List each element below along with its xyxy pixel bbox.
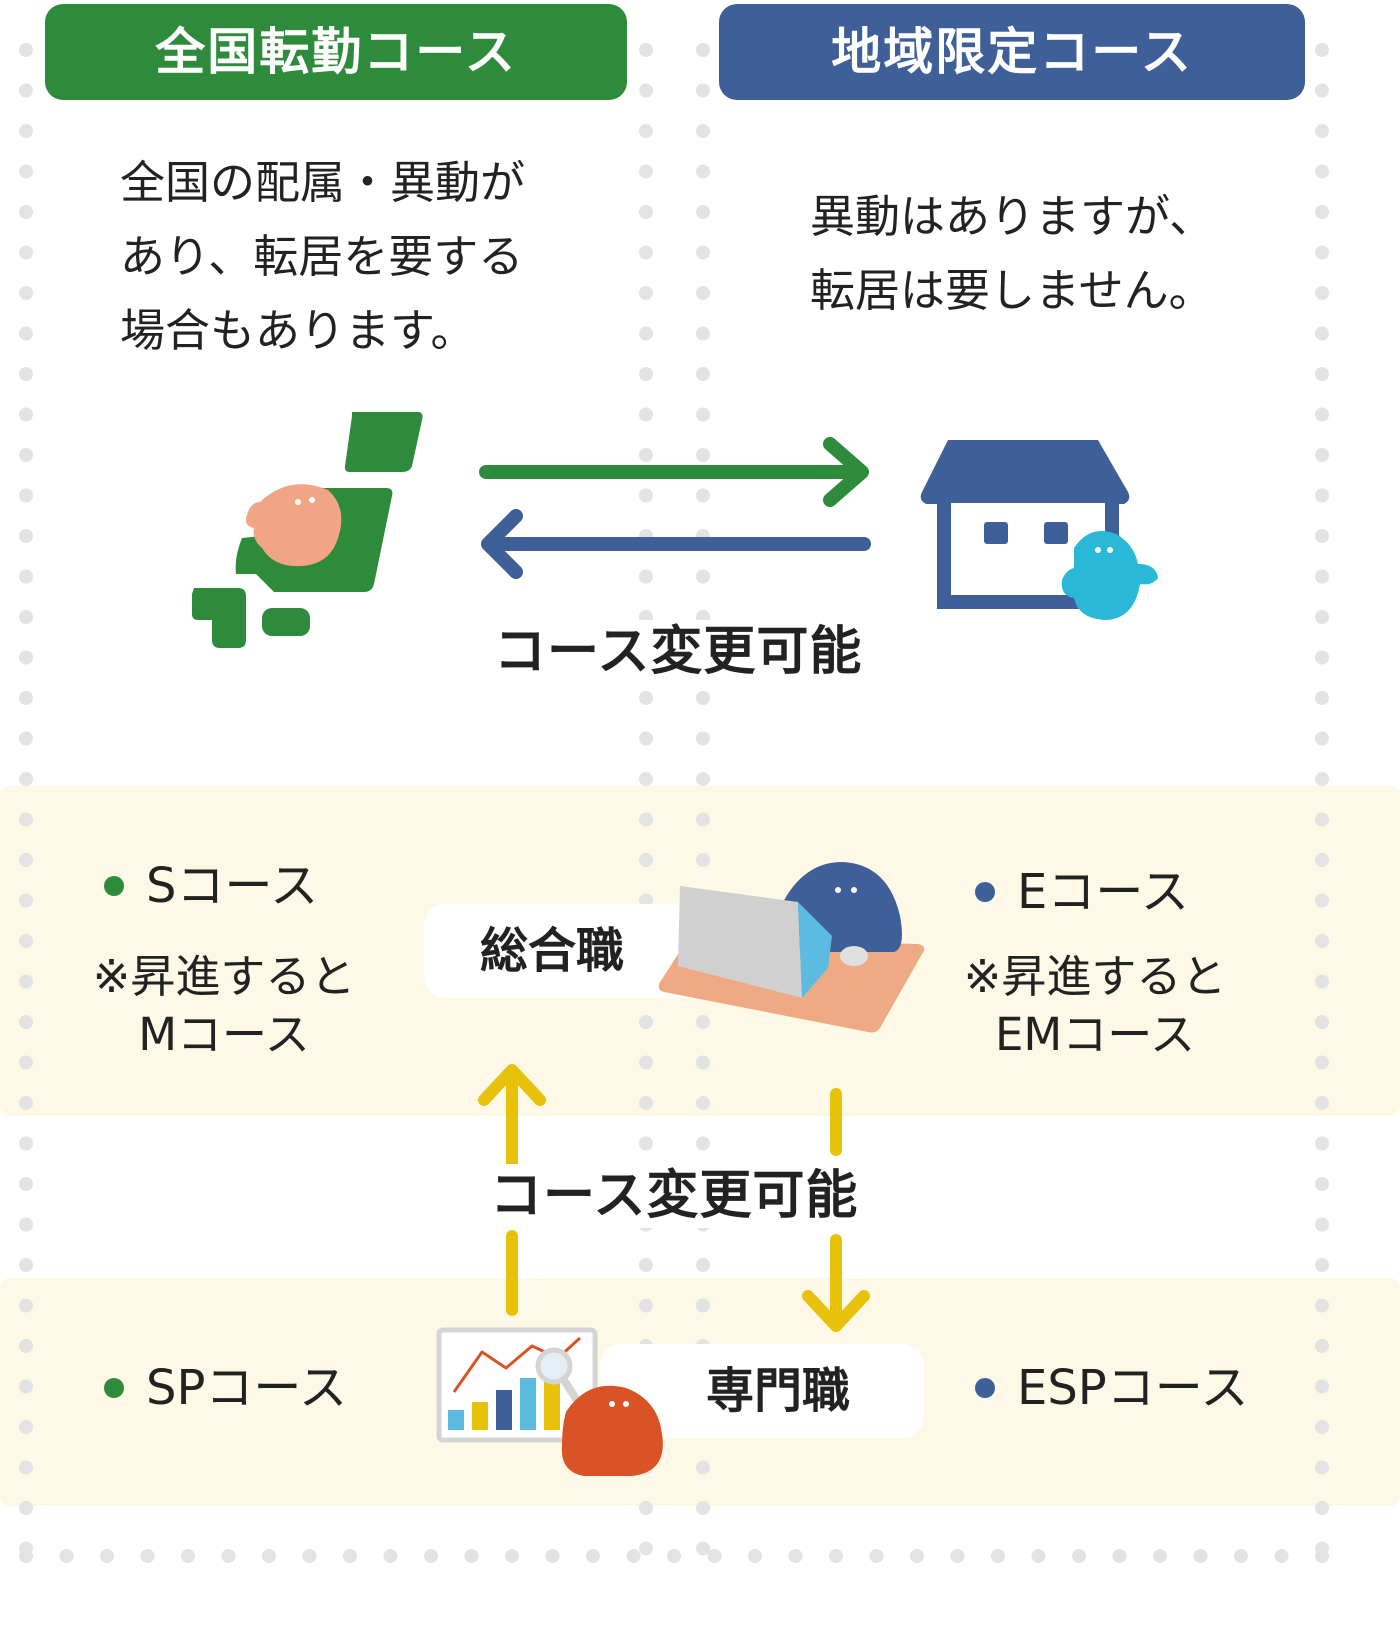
laptop-desk-icon [658, 862, 925, 1033]
course-esp: ESPコース [975, 1360, 1248, 1416]
bullet-dot [975, 882, 995, 902]
course-change-label-top: コース変更可能 [488, 620, 869, 684]
description-line: 全国の配属・異動が [120, 156, 526, 209]
description-line: あり、転居を要する [120, 230, 524, 283]
bar-chart-icon [436, 1327, 663, 1476]
bullet-dot [104, 876, 124, 896]
house-icon [920, 440, 1158, 620]
bullet-dot [975, 1378, 995, 1398]
header-nationwide: 全国転勤コース [45, 4, 627, 100]
bullet-dot [104, 1378, 124, 1398]
description-line: 場合もあります。 [120, 304, 476, 357]
course-change-label-bottom: コース変更可能 [484, 1164, 865, 1228]
note-e-promotion: ※昇進すると EMコース [955, 948, 1235, 1064]
note-line: ※昇進すると [92, 950, 356, 1003]
description-line: 異動はありますが、 [810, 190, 1215, 243]
general-label-box: 総合職 [424, 904, 714, 998]
note-line: ※昇進すると [963, 950, 1227, 1003]
course-esp-label: ESPコース [1017, 1360, 1249, 1416]
course-sp-label: SPコース [146, 1360, 348, 1416]
course-s-label: Sコース [146, 858, 319, 914]
specialist-label: 専門職 [706, 1363, 851, 1419]
description-nationwide: 全国の配属・異動が あり、転居を要する 場合もあります。 [120, 146, 525, 368]
note-line: Mコース [138, 1008, 310, 1061]
general-label: 総合職 [480, 923, 625, 979]
arrow-to-specialist [802, 1088, 870, 1332]
note-s-promotion: ※昇進すると Mコース [84, 948, 364, 1064]
japan-map-icon [192, 412, 423, 648]
arrow-to-nationwide [481, 509, 871, 579]
arrow-to-general [478, 1064, 546, 1316]
course-sp: SPコース [104, 1360, 347, 1416]
arrow-to-regional [479, 437, 869, 507]
description-regional: 異動はありますが、 転居は要しません。 [810, 180, 1214, 328]
course-e-label: Eコース [1017, 864, 1189, 920]
course-s: Sコース [104, 858, 318, 914]
note-line: EMコース [994, 1008, 1195, 1061]
course-e: Eコース [975, 864, 1189, 920]
header-regional: 地域限定コース [719, 4, 1305, 100]
description-line: 転居は要しません。 [810, 264, 1214, 317]
